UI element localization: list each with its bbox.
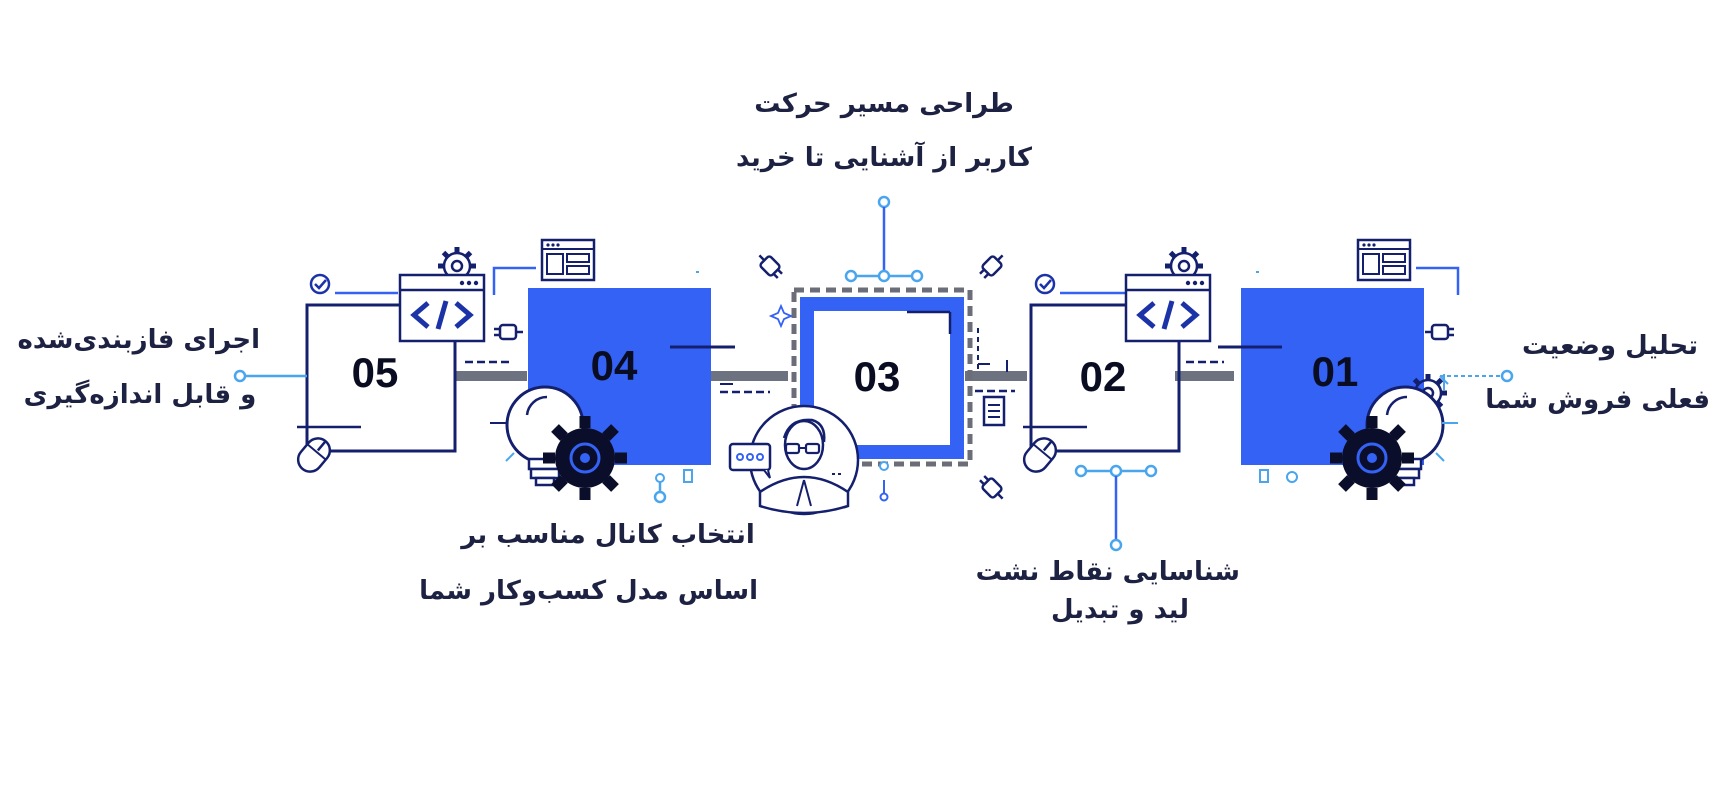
person-avatar-icon (748, 404, 860, 516)
step-05-label-line1: اجرای فازبندی‌شده (17, 325, 260, 355)
step-04-number: 04 (590, 342, 638, 389)
step-05-number: 05 (351, 349, 399, 396)
code-window-icon (1126, 275, 1210, 341)
mouse-icon (291, 432, 337, 478)
plug-icon (975, 471, 1009, 505)
big-gear-icon (543, 416, 627, 500)
step-03-graphic (720, 195, 1009, 516)
browser-layout-icon (540, 238, 596, 282)
connector-bars (455, 360, 1234, 394)
browser-layout-icon (1356, 238, 1412, 282)
step-04-label-line1: انتخاب کانال مناسب بر (461, 520, 755, 550)
step-04-graphic (490, 238, 735, 502)
step-01-graphic (1218, 238, 1514, 500)
plug-icon (753, 249, 787, 283)
plug-icon (492, 323, 525, 341)
big-gear-icon (1330, 416, 1414, 500)
step-01-label-line1: تحلیل وضعیت (1521, 331, 1699, 361)
document-icon (982, 395, 1006, 427)
plug-icon (975, 249, 1009, 283)
step-02-label-line2: لید و تبدیل (1050, 595, 1190, 625)
checkmark-icon (1034, 273, 1056, 295)
mouse-icon (1017, 432, 1063, 478)
plug-icon (1423, 323, 1456, 341)
step-03-box (800, 297, 964, 459)
step-03-label-line1: طراحی مسیر حرکت (754, 89, 1014, 119)
step-01-number: 01 (1311, 348, 1359, 395)
step-02-graphic (982, 247, 1210, 552)
pin-dot (1109, 538, 1123, 552)
step-05-label-line2: و قابل اندازه‌گیری (23, 380, 257, 410)
checkmark-icon (309, 273, 331, 295)
step-03-number: 03 (853, 353, 901, 400)
step-02-label-line1: شناسایی نقاط نشت (975, 557, 1240, 587)
step-05-graphic (233, 247, 506, 478)
chat-bubble-icon (728, 442, 772, 479)
step-02-box (1029, 303, 1181, 453)
step-02-number: 02 (1079, 353, 1127, 400)
step-01-label-line2: فعلی فروش شما (1485, 385, 1710, 415)
pin-dot (1500, 369, 1514, 383)
step-03-label-line2: کاربر از آشنایی تا خرید (735, 143, 1033, 173)
code-window-icon (400, 275, 484, 341)
step-04-label-line2: اساس مدل کسب‌وکار شما (419, 576, 758, 606)
step-05-box (305, 303, 457, 453)
